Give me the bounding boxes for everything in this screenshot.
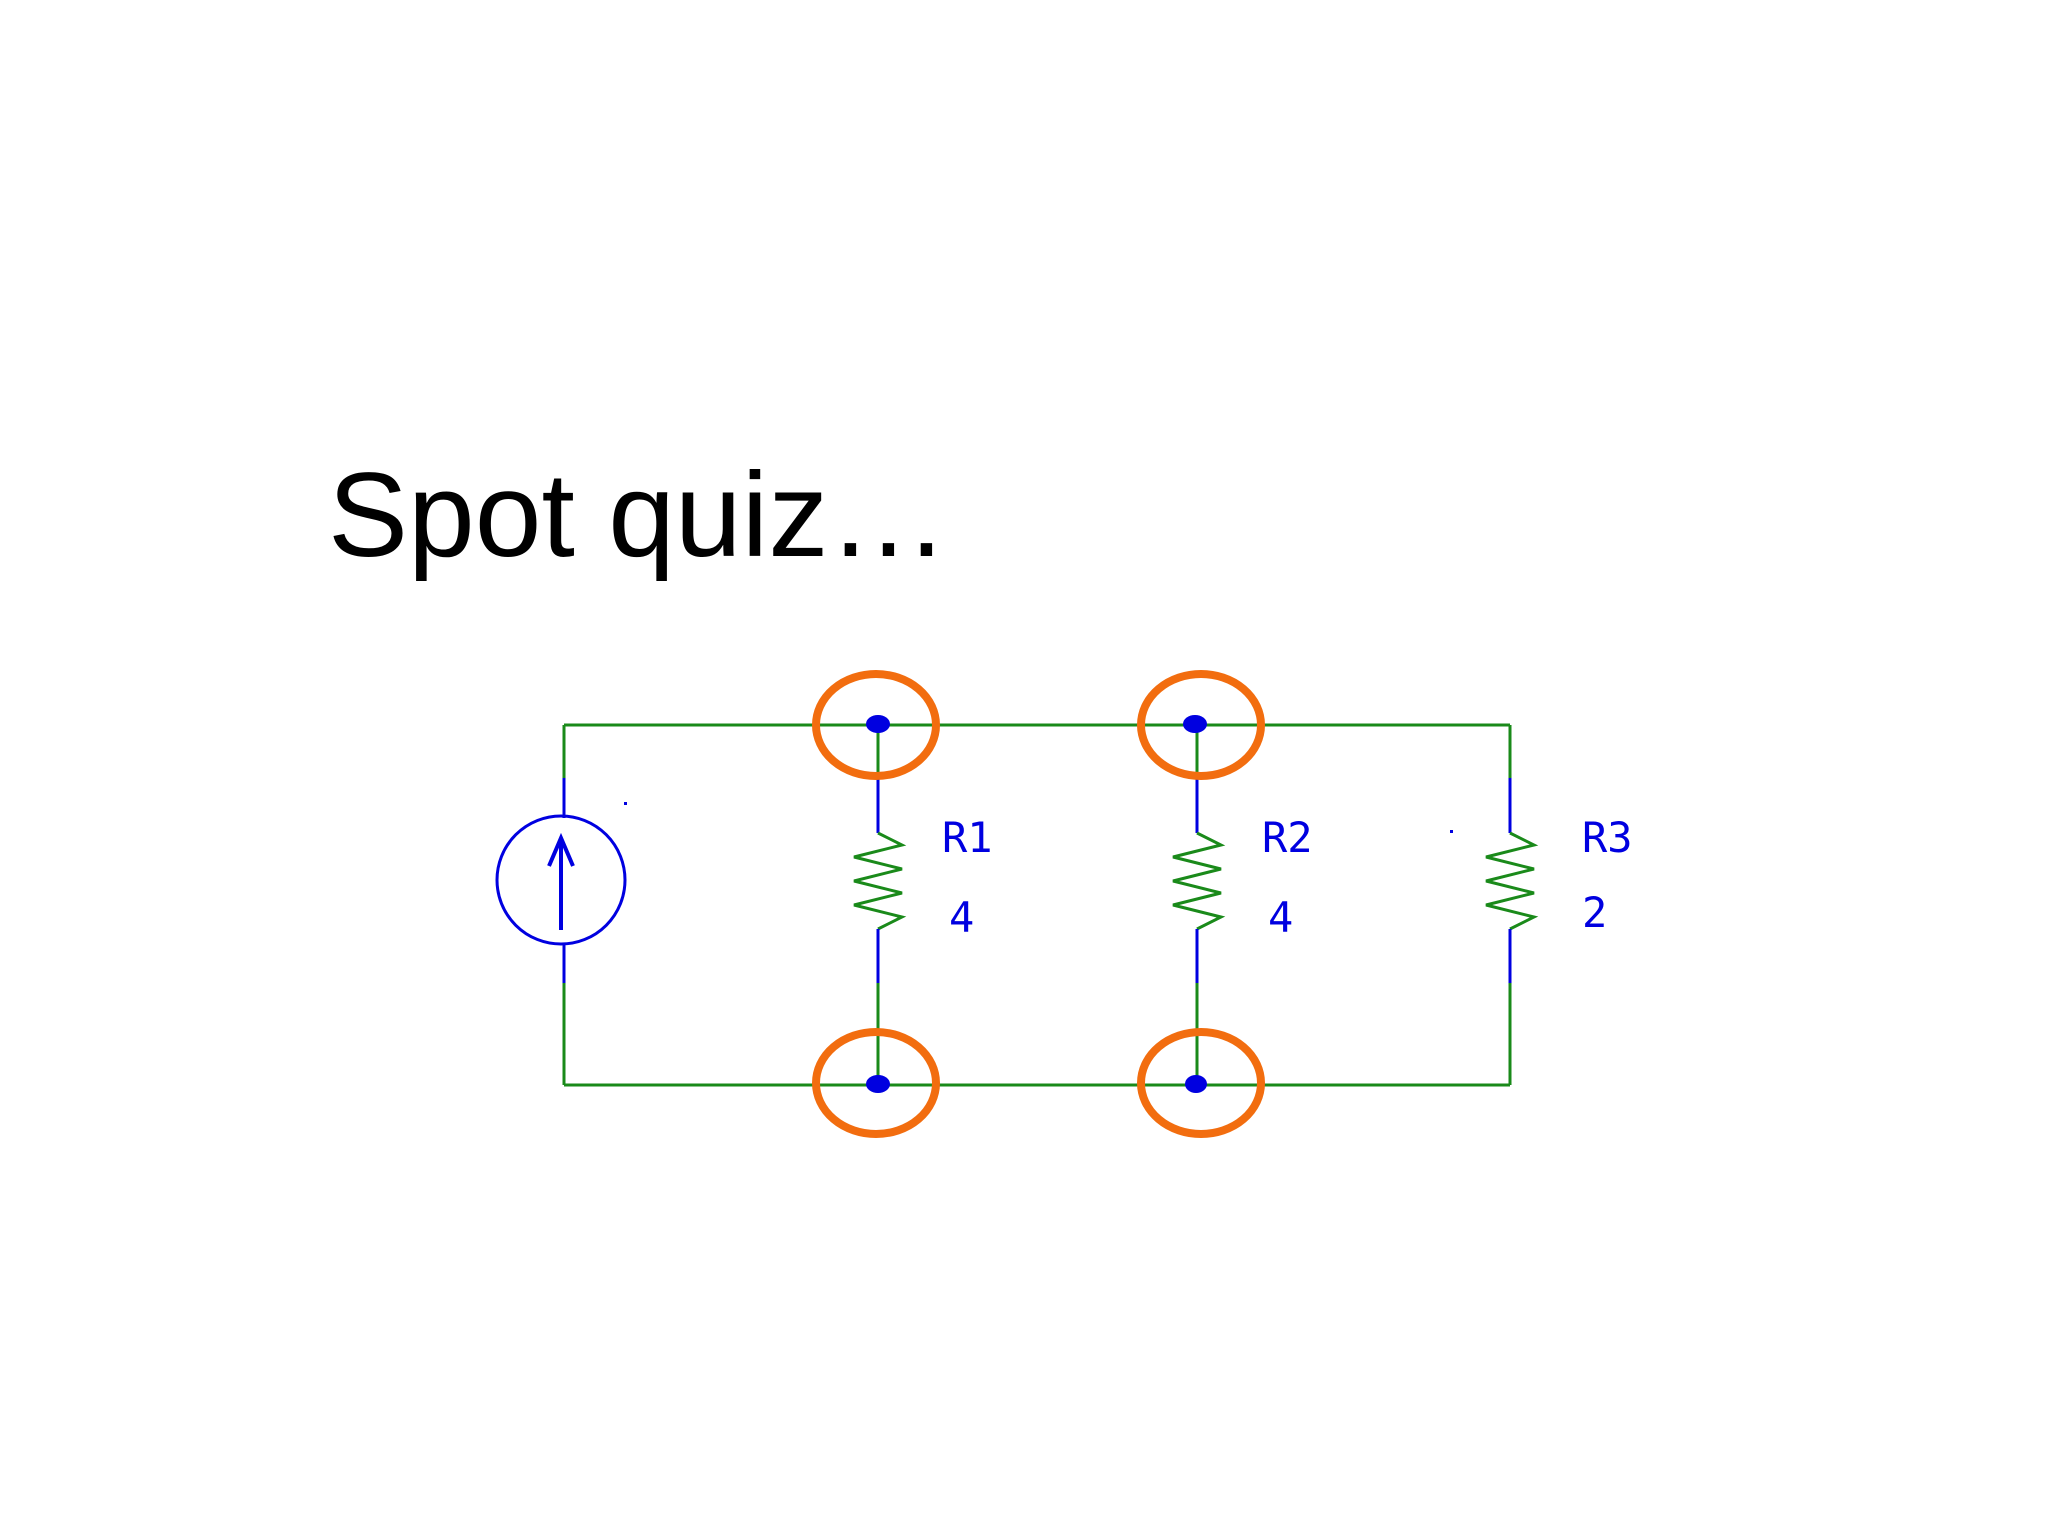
resistor-r2: R2 4	[1172, 778, 1313, 983]
current-source-icon	[495, 778, 627, 983]
node-dot-bottom-r2	[1185, 1075, 1207, 1093]
r2-name-label: R2	[1262, 813, 1313, 862]
highlight-circle-top-right	[1137, 670, 1265, 780]
r2-value-label: 4	[1268, 893, 1293, 942]
node-highlights	[812, 670, 1265, 1138]
resistor-zigzag-r1	[853, 831, 907, 931]
node-dot-top-r2	[1183, 715, 1207, 733]
highlight-circle-bottom-left	[812, 1028, 940, 1138]
resistor-r1: R1 4	[853, 778, 993, 983]
highlight-circle-bottom-right	[1137, 1028, 1265, 1138]
node-dots	[866, 715, 1207, 1093]
r3-value-label: 2	[1582, 888, 1607, 937]
highlight-circle-top-left	[812, 670, 940, 780]
r3-name-label: R3	[1582, 813, 1633, 862]
node-dot-bottom-r1	[866, 1075, 890, 1093]
r1-value-label: 4	[949, 893, 974, 942]
r1-name-label: R1	[942, 813, 993, 862]
wires	[562, 723, 1512, 1087]
resistor-r3: R3 2	[1450, 778, 1633, 983]
resistor-zigzag-r2	[1172, 831, 1226, 931]
resistor-zigzag-r3	[1485, 831, 1539, 931]
node-dot-top-r1	[866, 715, 890, 733]
slide-title: Spot quiz…	[328, 448, 949, 582]
